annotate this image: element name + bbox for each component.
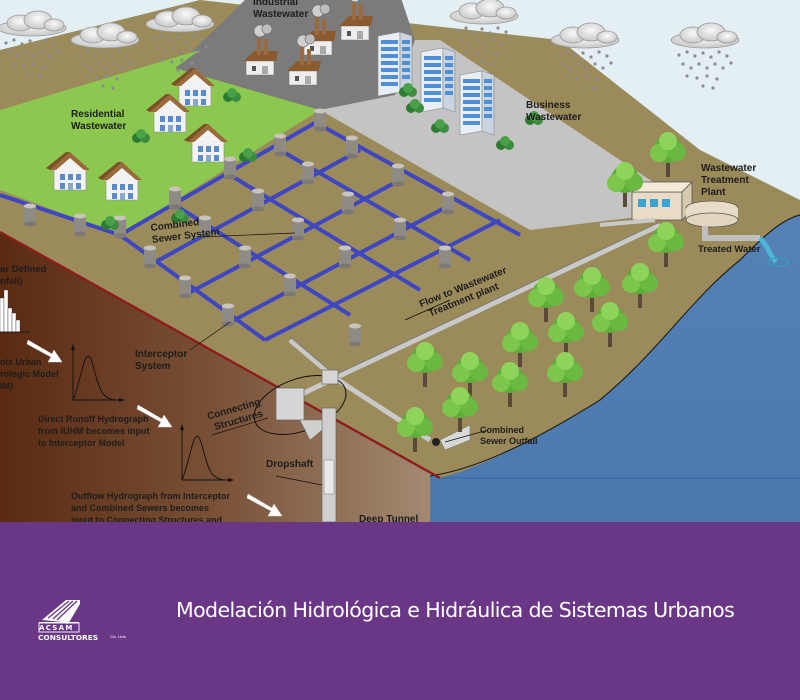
label-outflow: Outflow Hydrograph from Interceptor and … <box>71 491 231 522</box>
label-combined-sewer-outfall: Combined Sewer Outfall <box>480 425 538 446</box>
label-business: Business Wastewater <box>526 100 582 123</box>
acsam-logo-icon <box>38 600 80 633</box>
logo-name: ACSAM <box>39 624 74 632</box>
label-interceptor: Interceptor System <box>135 349 188 372</box>
title-banner <box>0 522 800 700</box>
label-rainfall: er Defined nfall) <box>0 264 47 287</box>
label-direct-runoff: Direct Runoff Hydrograph from IUHM becom… <box>38 414 150 448</box>
residential-zone <box>0 68 320 235</box>
label-iuhm: ois Urban rologic Model IM) <box>0 357 59 391</box>
label-treatment-plant: Wastewater Treatment Plant <box>701 163 757 198</box>
urban-drainage-diagram: Industrial Wastewater Residential Wastew… <box>0 0 800 522</box>
label-residential: Residential Wastewater <box>71 109 127 132</box>
connecting-structure <box>275 387 305 421</box>
label-dropshaft: Dropshaft <box>266 459 314 470</box>
label-treated-water: Treated Water <box>698 244 761 255</box>
logo-suffix: Cia. Ltda <box>110 635 126 639</box>
logo-subtitle: CONSULTORES <box>38 633 99 642</box>
river <box>430 215 800 522</box>
diagram-illustration <box>0 0 800 522</box>
label-deep-tunnel: Deep Tunnel <box>359 514 419 522</box>
banner-title: Modelación Hidrológica e Hidráulica de S… <box>176 598 735 622</box>
label-industrial: Industrial Wastewater <box>253 0 309 20</box>
